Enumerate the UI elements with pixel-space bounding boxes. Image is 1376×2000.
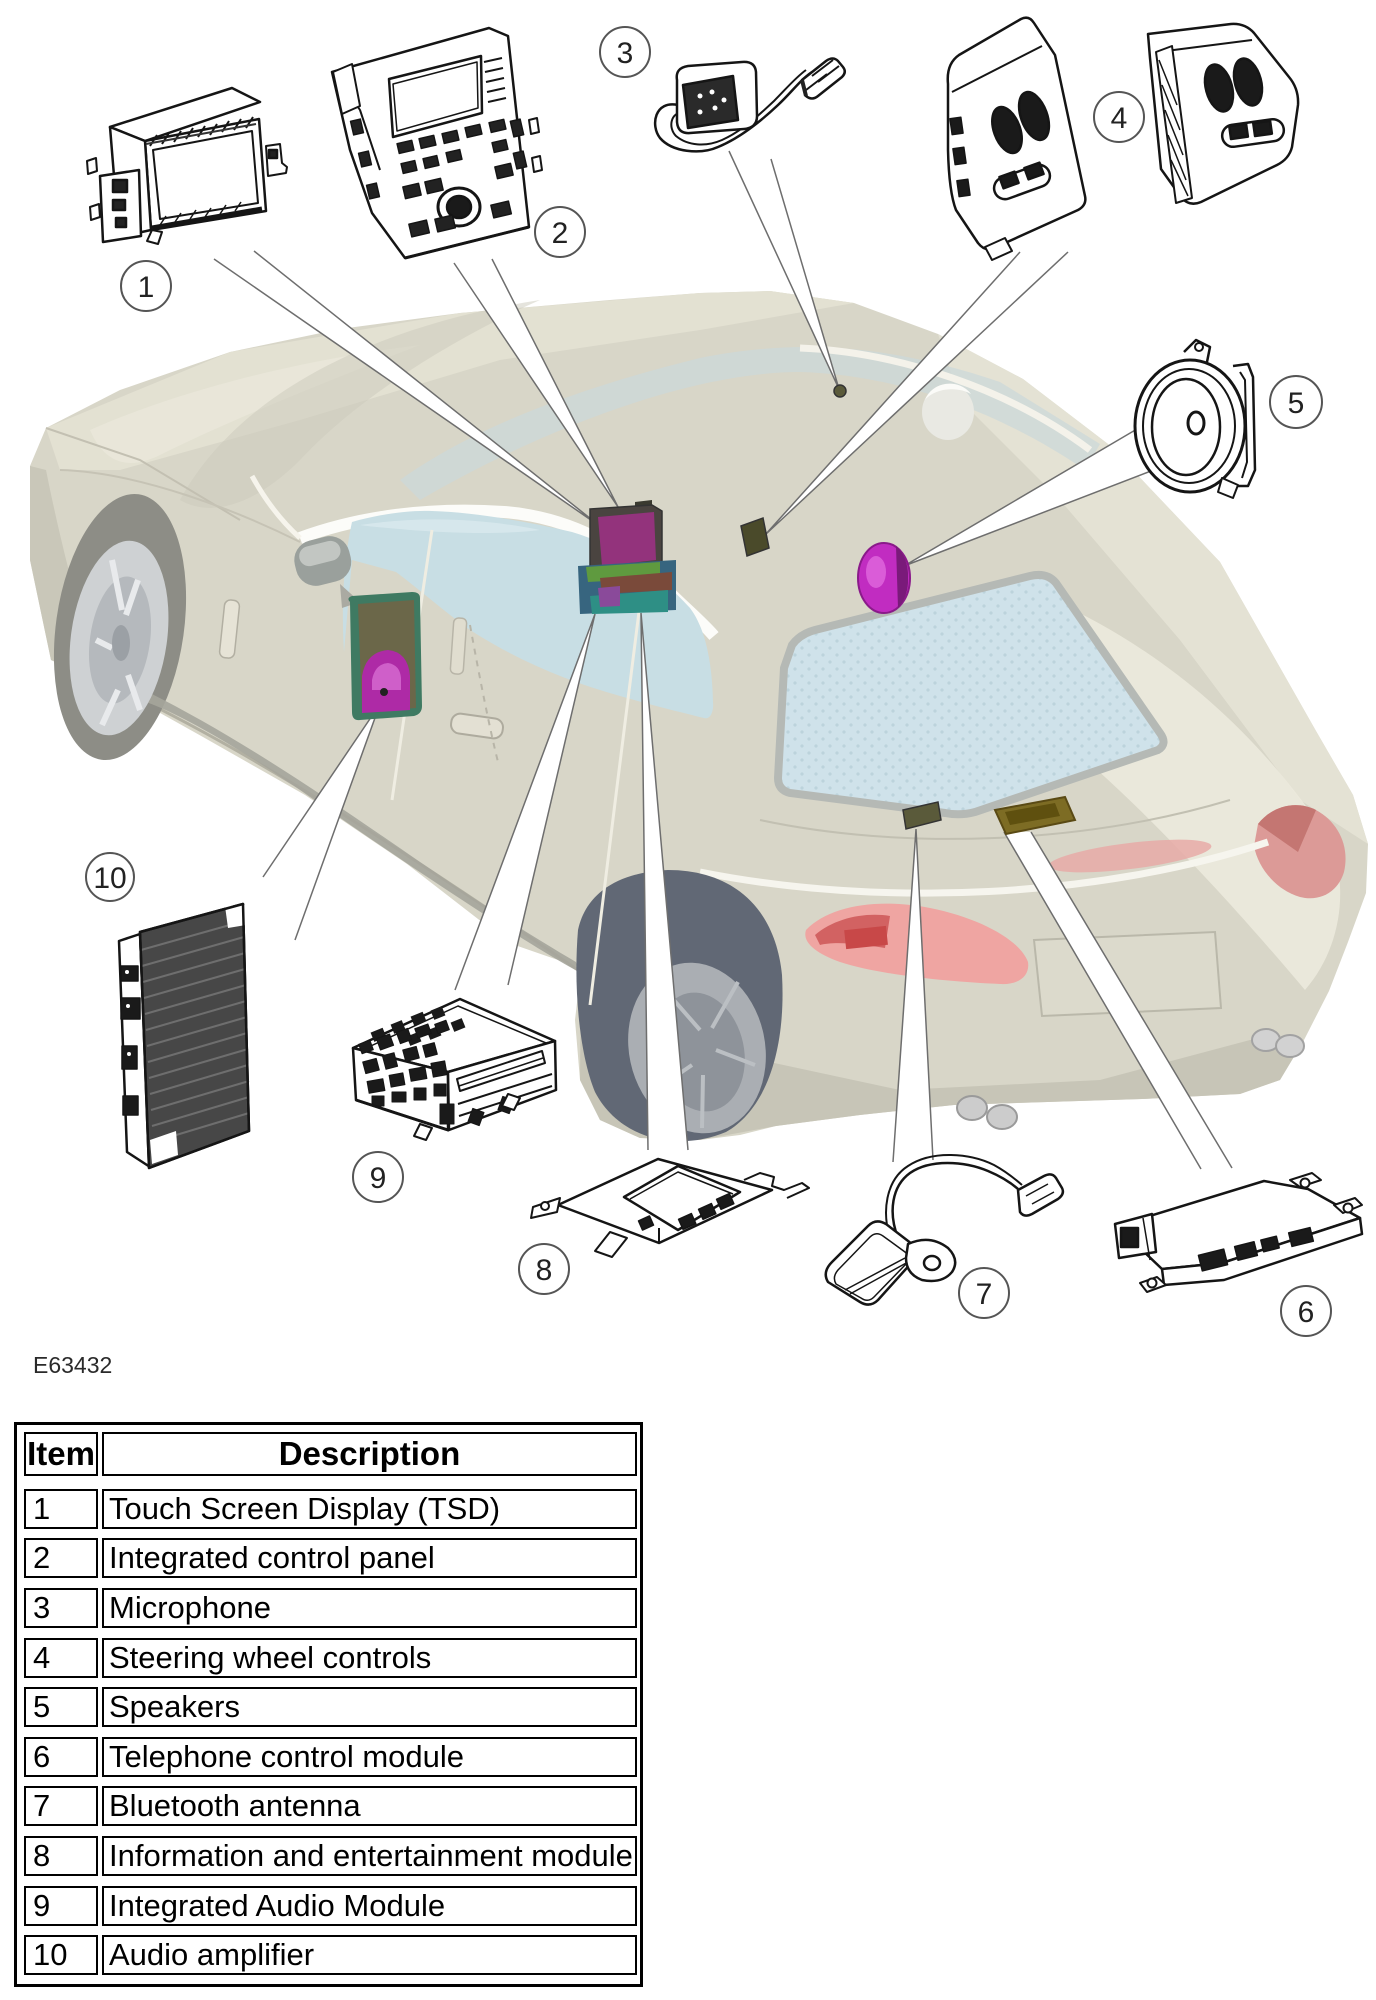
svg-text:3: 3 (617, 37, 634, 70)
svg-text:10: 10 (93, 862, 126, 895)
svg-text:4: 4 (1111, 102, 1128, 135)
svg-text:6: 6 (1298, 1296, 1315, 1329)
svg-text:2: 2 (552, 217, 569, 250)
svg-text:7: 7 (976, 1278, 993, 1311)
svg-text:9: 9 (370, 1162, 387, 1195)
svg-text:8: 8 (536, 1254, 553, 1287)
svg-text:5: 5 (1288, 387, 1305, 420)
svg-text:1: 1 (138, 271, 155, 304)
